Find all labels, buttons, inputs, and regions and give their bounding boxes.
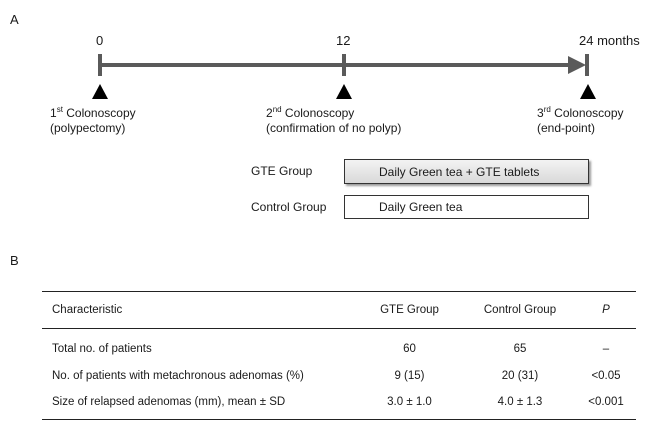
event-marker-3	[580, 84, 596, 99]
event-marker-2	[336, 84, 352, 99]
gte-treatment-text: Daily Green tea + GTE tablets	[379, 164, 540, 179]
event-label-1: 1st Colonoscopy (polypectomy)	[50, 105, 136, 136]
row-control-value: 20 (31)	[501, 370, 539, 382]
panel-b-label: B	[10, 253, 19, 268]
row-characteristic: Total no. of patients	[52, 343, 152, 355]
table-row: Total no. of patients 60 65 –	[42, 329, 636, 364]
header-characteristic: Characteristic	[52, 304, 123, 316]
row-p-value: <0.001	[588, 396, 624, 408]
row-gte-value: 3.0 ± 1.0	[387, 396, 432, 408]
table-row: Size of relapsed adenomas (mm), mean ± S…	[42, 389, 636, 420]
header-control-group: Control Group	[483, 304, 557, 316]
tick-label-24: 24 months	[579, 33, 640, 48]
tick-24	[585, 54, 589, 76]
event-label-3: 3rd Colonoscopy (end-point)	[537, 105, 624, 136]
event-marker-1	[92, 84, 108, 99]
timeline-arrowhead	[568, 56, 586, 74]
row-p-value: –	[602, 343, 610, 355]
tick-label-0: 0	[96, 33, 104, 48]
control-group-label: Control Group	[251, 200, 327, 214]
header-gte-group: GTE Group	[380, 304, 439, 316]
row-gte-value: 9 (15)	[394, 370, 425, 382]
results-table: Characteristic GTE Group Control Group P…	[42, 291, 636, 420]
row-gte-value: 60	[403, 343, 416, 355]
panel-a-label: A	[10, 12, 19, 27]
table-header-row: Characteristic GTE Group Control Group P	[42, 291, 636, 329]
event-label-2: 2nd Colonoscopy (confirmation of no poly…	[266, 105, 402, 136]
control-treatment-box: Daily Green tea	[344, 195, 589, 219]
row-control-value: 4.0 ± 1.3	[497, 396, 543, 408]
tick-0	[98, 54, 102, 76]
header-p: P	[602, 304, 610, 316]
tick-12	[342, 54, 346, 76]
row-characteristic: Size of relapsed adenomas (mm), mean ± S…	[52, 396, 286, 408]
row-p-value: <0.05	[591, 370, 621, 382]
control-treatment-text: Daily Green tea	[379, 200, 463, 214]
table-row: No. of patients with metachronous adenom…	[42, 363, 636, 389]
row-control-value: 65	[513, 343, 527, 355]
gte-treatment-box: Daily Green tea + GTE tablets	[344, 159, 589, 184]
gte-group-label: GTE Group	[251, 164, 313, 178]
row-characteristic: No. of patients with metachronous adenom…	[52, 370, 304, 382]
timeline-diagram	[92, 54, 596, 99]
tick-label-12: 12	[336, 33, 351, 48]
